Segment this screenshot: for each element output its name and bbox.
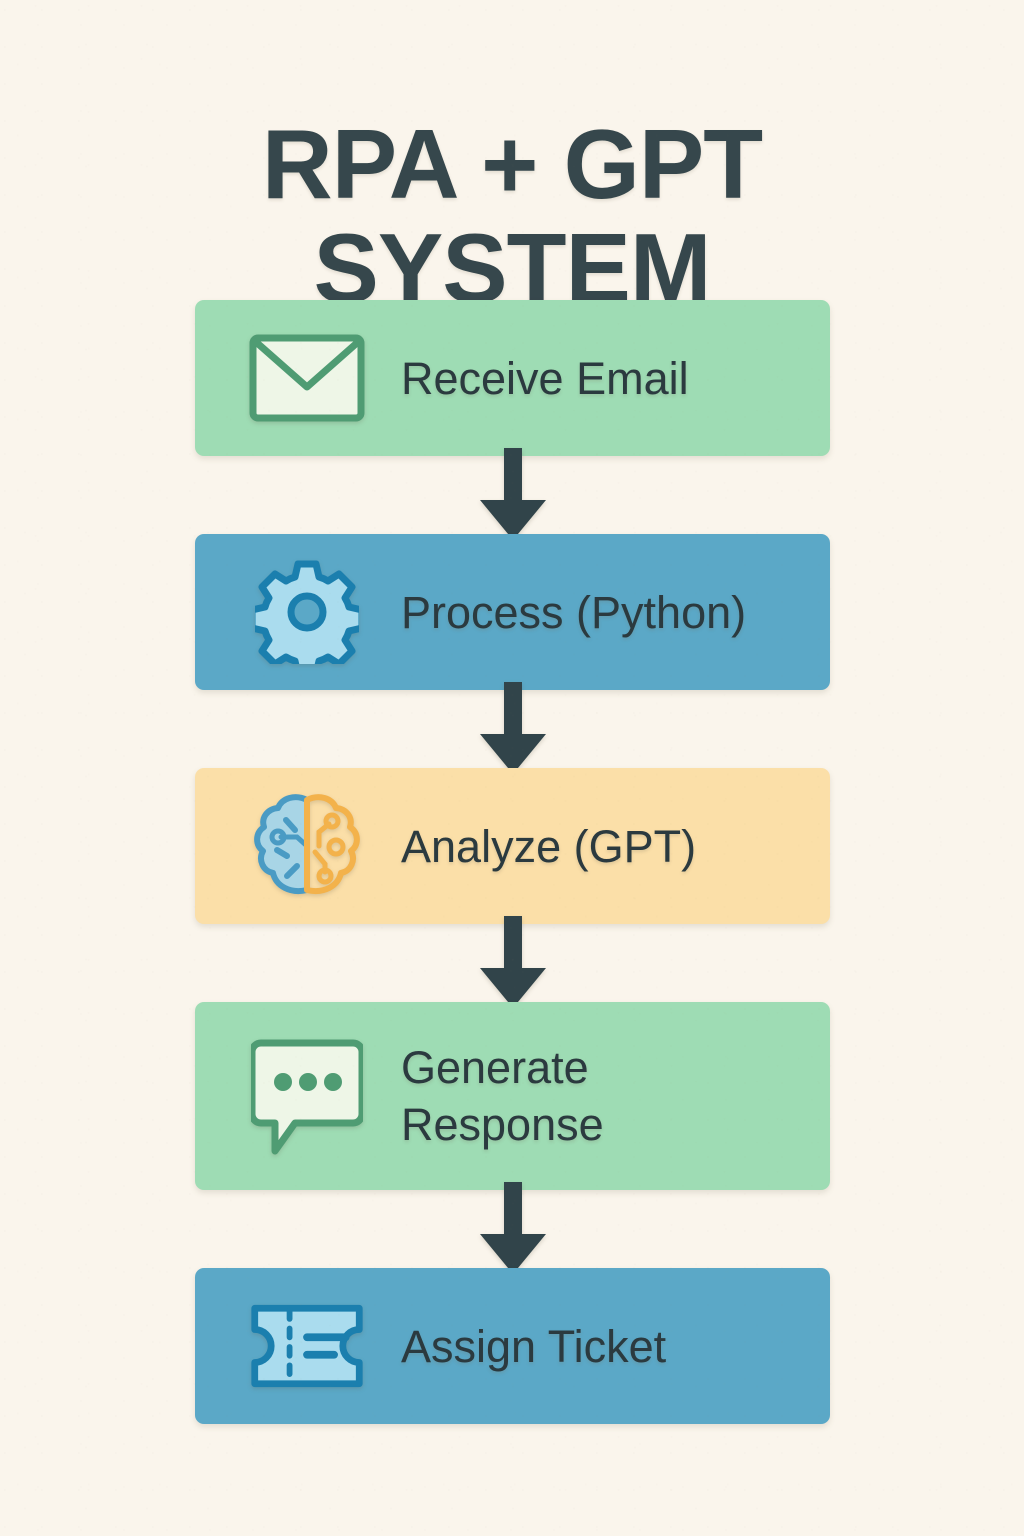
flow-node-label: Analyze (GPT) xyxy=(401,820,697,872)
flow-node-generate-response[interactable]: Generate Response xyxy=(195,1002,830,1190)
gear-icon xyxy=(247,560,367,664)
flow-node-analyze-gpt[interactable]: Analyze (GPT) xyxy=(195,768,830,924)
brain-icon xyxy=(247,790,367,902)
arrow-process-to-analyze xyxy=(195,682,830,774)
flow-node-label: Assign Ticket xyxy=(401,1320,667,1372)
flow-node-label: Receive Email xyxy=(401,352,689,404)
flow-node-label: Process (Python) xyxy=(401,586,747,638)
flow-node-label: Generate Response xyxy=(401,1042,604,1150)
flow-node-receive-email[interactable]: Receive Email xyxy=(195,300,830,456)
ticket-icon xyxy=(247,1301,367,1391)
flow-node-assign-ticket[interactable]: Assign Ticket xyxy=(195,1268,830,1424)
arrow-generate-to-assign xyxy=(195,1182,830,1274)
arrow-receive-to-process xyxy=(195,448,830,540)
chat-bubble-icon xyxy=(247,1037,367,1155)
arrow-analyze-to-generate xyxy=(195,916,830,1008)
page-title: RPA + GPT SYSTEM xyxy=(261,108,763,323)
envelope-icon xyxy=(247,333,367,423)
flowchart: Receive Email Process (Python) xyxy=(195,300,830,1424)
flow-node-process-python[interactable]: Process (Python) xyxy=(195,534,830,690)
